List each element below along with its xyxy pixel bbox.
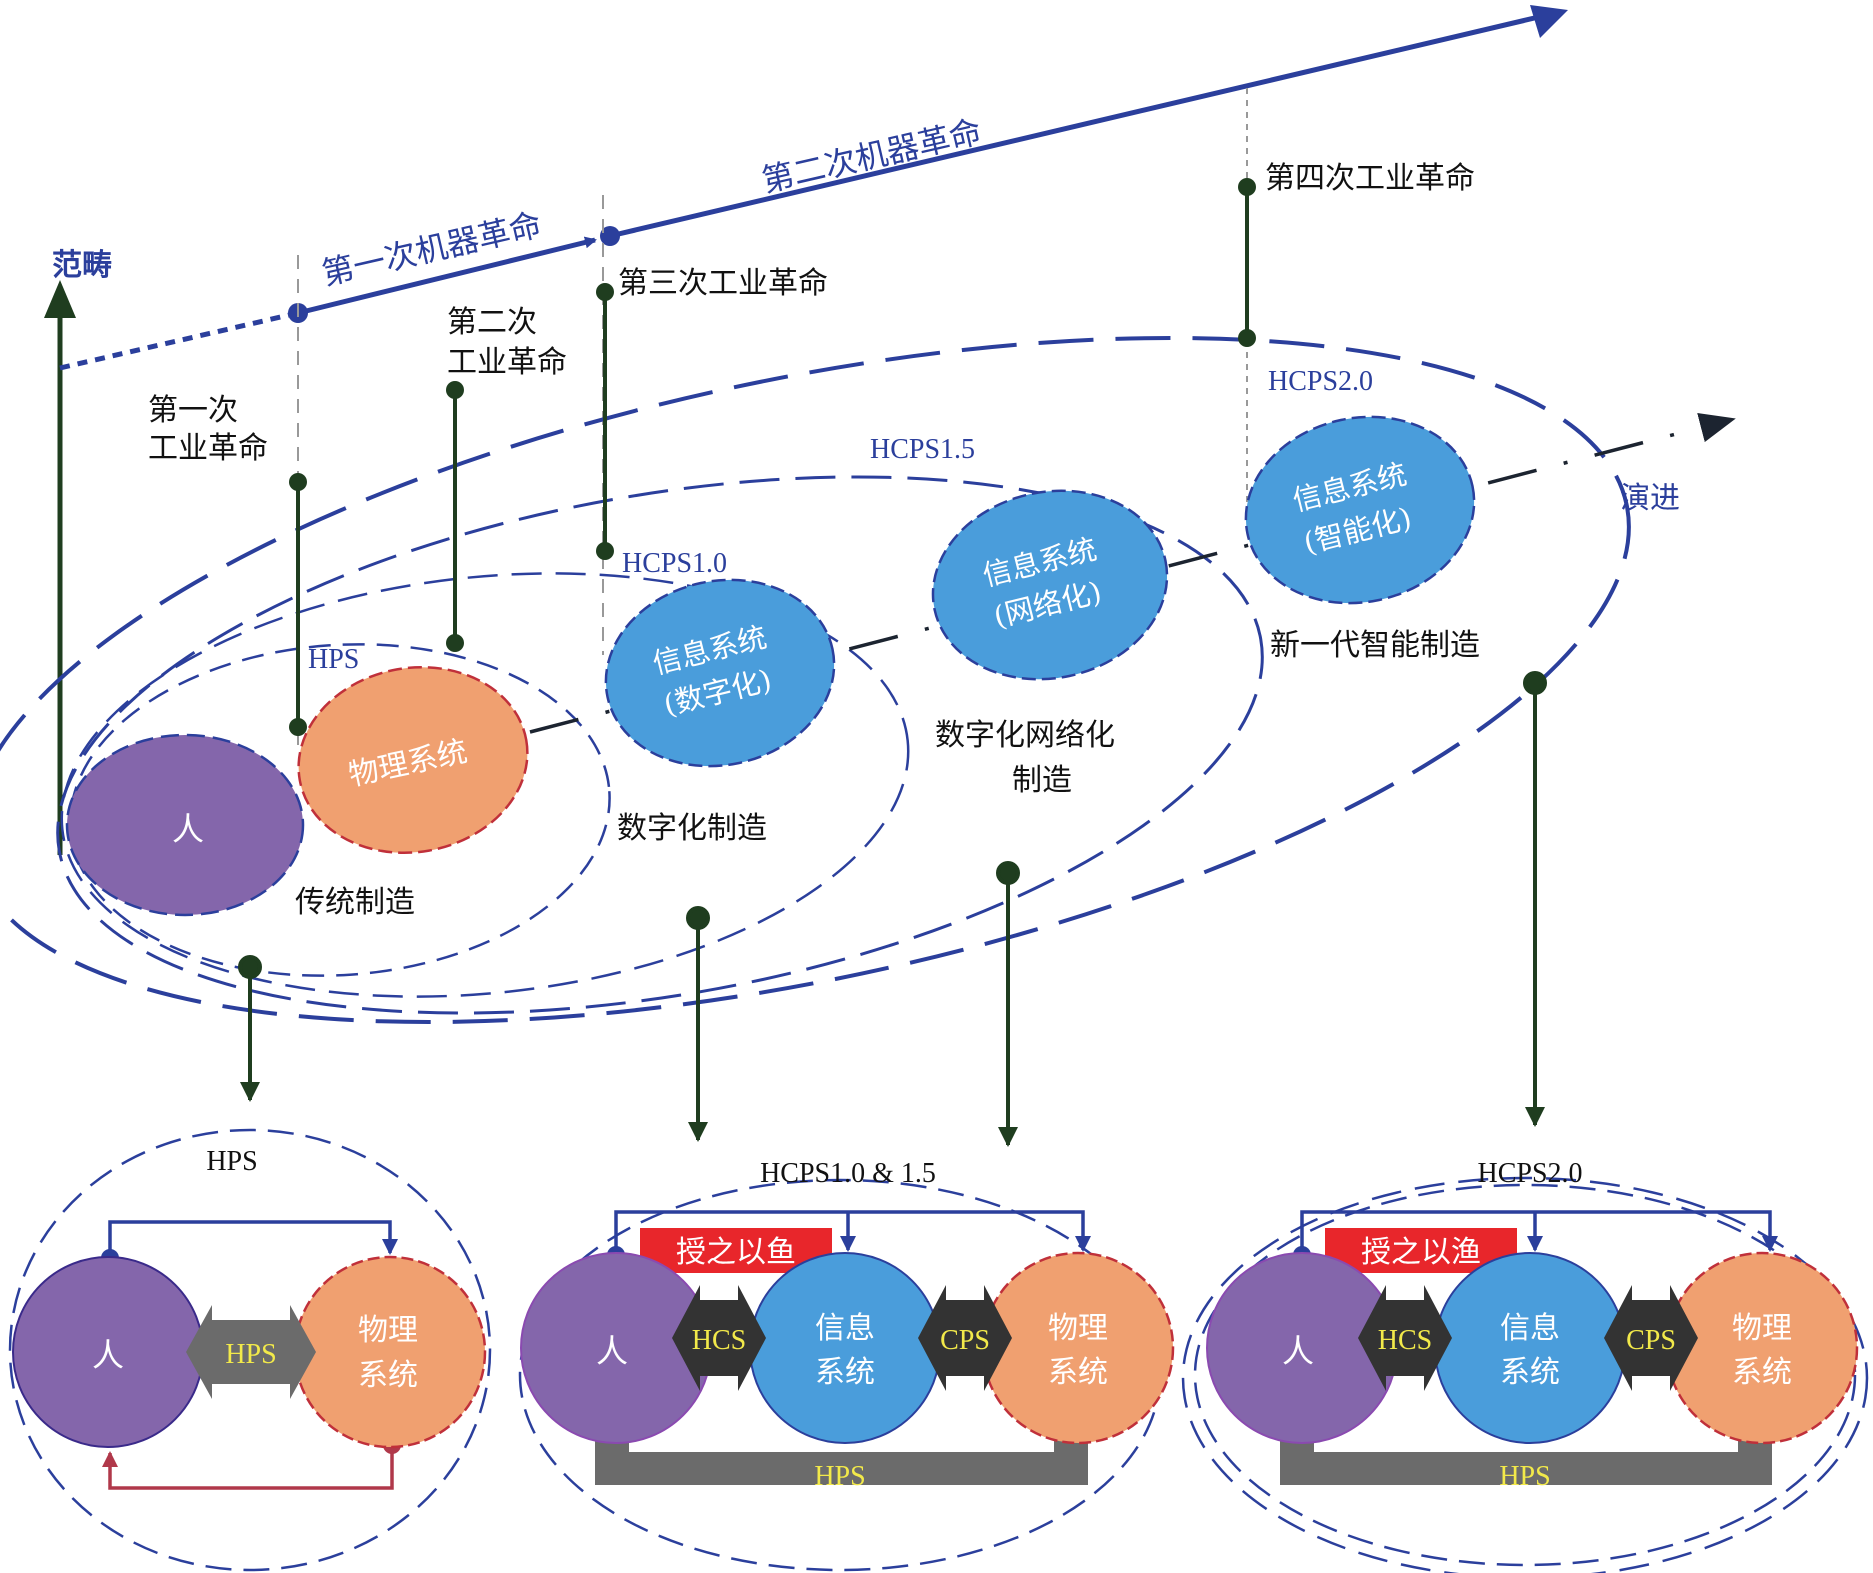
digital-network-manufacturing-line1: 数字化网络化 — [935, 718, 1115, 753]
second-industrial-revolution-line2: 工业革命 — [447, 345, 567, 380]
panel-hcps20-cps-label: CPS — [1626, 1325, 1676, 1356]
panel-hcps20: HCPS2.0 授之以渔 HPS 人 信息 系统 物理 系统 HCS CPS — [1181, 1158, 1869, 1573]
human-node — [65, 733, 305, 917]
panel-hcps10-15-info-line2: 系统 — [815, 1355, 875, 1390]
ellipse-hcps10 — [60, 572, 910, 998]
second-machine-dot — [600, 226, 620, 246]
panel-hcps20-cps-arrow — [1604, 1285, 1698, 1391]
digital-manufacturing-label: 数字化制造 — [617, 811, 767, 846]
panel-hcps20-hps-arrow — [1263, 1382, 1789, 1485]
panel-hcps10-15: HCPS1.0 & 1.5 授之以鱼 HPS 人 信息 系统 物理 系统 HCS… — [518, 1158, 1175, 1572]
panel-hcps10-15-cps-arrow — [918, 1285, 1012, 1391]
evolution-axis: 演进 — [529, 413, 1736, 734]
human-node-label: 人 — [172, 810, 204, 848]
panel-hcps20-hcs-label: HCS — [1378, 1325, 1432, 1356]
stage-hcps10-label: HCPS1.0 — [622, 548, 727, 579]
panel-hcps10-15-physical — [981, 1251, 1175, 1445]
traditional-manufacturing-label: 传统制造 — [295, 885, 415, 920]
panel-hcps10-15-hps-arrow — [578, 1382, 1105, 1485]
panel-hcps20-hps-label: HPS — [1499, 1461, 1550, 1492]
stage-hps-label: HPS — [308, 644, 359, 675]
stage-hcps20-label: HCPS2.0 — [1268, 366, 1373, 397]
panel-hcps20-info — [1434, 1252, 1626, 1444]
second-industrial-revolution-line1: 第二次 — [447, 305, 537, 340]
info-system-digital-node — [604, 578, 836, 768]
panel-hcps20-title: HCPS2.0 — [1477, 1158, 1582, 1189]
panel-hcps10-15-hcs-arrow — [672, 1285, 766, 1391]
panel-hcps20-info-line1: 信息 — [1500, 1311, 1560, 1346]
evolution-ellipses — [0, 335, 1631, 1025]
new-smart-manufacturing-label: 新一代智能制造 — [1270, 628, 1480, 663]
panel-hps-human-label: 人 — [92, 1336, 124, 1374]
panel-hcps10-15-info-line1: 信息 — [815, 1311, 875, 1346]
panel-hcps10-15-banner-label: 授之以鱼 — [676, 1235, 796, 1270]
panel-hcps10-15-cps-label: CPS — [940, 1325, 990, 1356]
info-system-smart-node — [1244, 415, 1476, 605]
third-industrial-revolution-label: 第三次工业革命 — [618, 266, 828, 301]
panel-hcps20-physical-line1: 物理 — [1732, 1311, 1792, 1346]
info-system-network-node — [931, 489, 1169, 681]
stage-hcps15-label: HCPS1.5 — [870, 434, 975, 465]
panel-hps: HPS 人 物理 系统 HPS — [8, 1128, 492, 1572]
first-industrial-revolution-line1: 第一次 — [148, 393, 238, 428]
panel-hcps20-physical-line2: 系统 — [1732, 1355, 1792, 1390]
panel-hps-physical-line2: 系统 — [358, 1358, 418, 1393]
panel-hcps10-15-human-label: 人 — [596, 1332, 628, 1370]
panel-hps-link-arrow — [186, 1305, 316, 1399]
stage-labels: HPS HCPS1.0 HCPS1.5 HCPS2.0 — [308, 366, 1373, 675]
panel-hcps20-hcs-arrow — [1358, 1285, 1452, 1391]
second-machine-revolution-label: 第二次机器革命 — [758, 112, 985, 199]
manufacturing-labels: 传统制造 数字化制造 数字化网络化 制造 新一代智能制造 — [295, 628, 1480, 920]
panel-hcps10-15-physical-line1: 物理 — [1048, 1311, 1108, 1346]
main-nodes: 人 物理系统 信息系统 (数字化) 信息系统 (网络化) 信息系统 (智能化) — [65, 415, 1476, 917]
machine-line-arrowhead — [1530, 5, 1568, 38]
panel-connectors — [238, 671, 1547, 1147]
paradigm-label: 范畴 — [52, 248, 112, 283]
evolution-label: 演进 — [1620, 481, 1680, 516]
panel-hcps20-physical — [1665, 1251, 1859, 1445]
paradigm-axis: 范畴 — [44, 248, 112, 855]
panel-hcps20-banner-label: 授之以渔 — [1361, 1235, 1481, 1270]
panel-hps-physical-line1: 物理 — [358, 1313, 418, 1348]
physical-system-node — [297, 665, 529, 855]
panel-hps-physical — [293, 1255, 487, 1449]
first-industrial-revolution-line2: 工业革命 — [148, 431, 268, 466]
industrial-revolutions: 第一次 工业革命 第二次 工业革命 第三次工业革命 第四次工业革命 — [148, 161, 1475, 736]
ellipse-hcps15 — [56, 475, 1264, 1015]
panel-hcps20-human-label: 人 — [1282, 1332, 1314, 1370]
panel-hps-title: HPS — [206, 1146, 257, 1177]
panel-hcps10-15-info — [749, 1252, 941, 1444]
digital-network-manufacturing-line2: 制造 — [1012, 763, 1072, 798]
panel-hcps20-info-line2: 系统 — [1500, 1355, 1560, 1390]
panel-hcps10-15-title: HCPS1.0 & 1.5 — [760, 1158, 936, 1189]
paradigm-arrowhead — [44, 280, 76, 318]
panel-hcps10-15-hcs-label: HCS — [692, 1325, 746, 1356]
fourth-industrial-revolution-label: 第四次工业革命 — [1265, 161, 1475, 196]
ellipse-hcps20 — [0, 335, 1631, 1025]
panel-hcps10-15-physical-line2: 系统 — [1048, 1355, 1108, 1390]
panel-hps-link-label: HPS — [225, 1339, 276, 1370]
panel-hcps10-15-hps-label: HPS — [814, 1461, 865, 1492]
